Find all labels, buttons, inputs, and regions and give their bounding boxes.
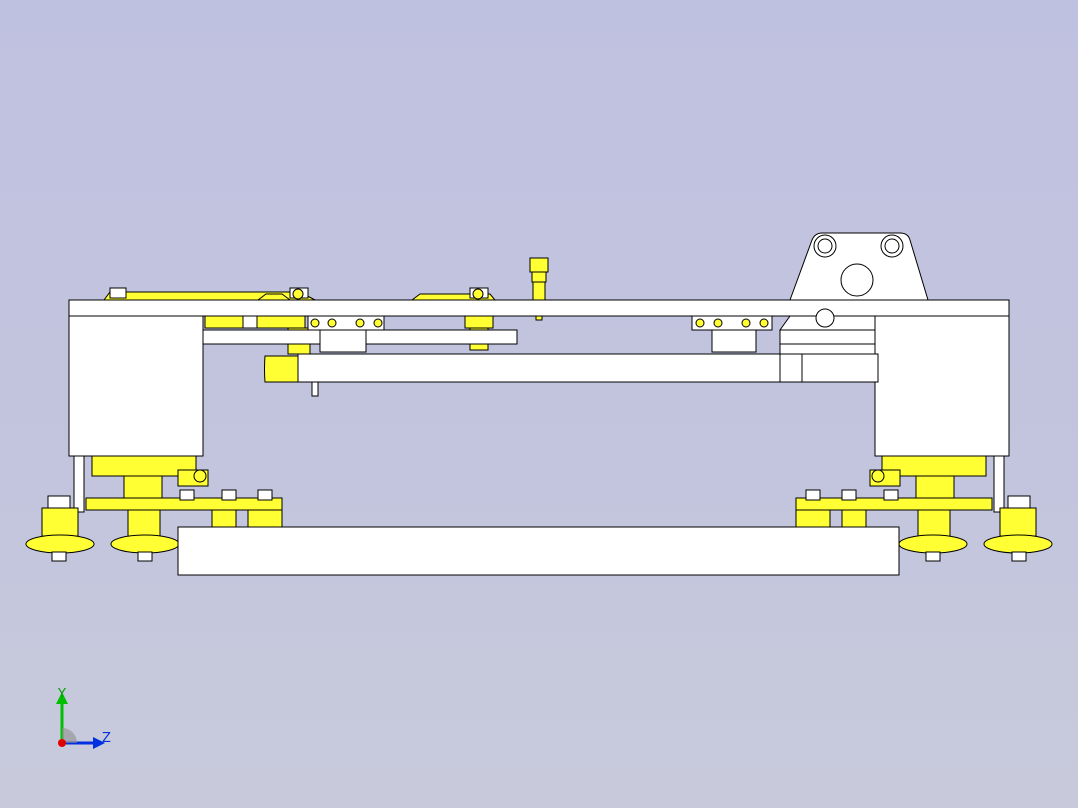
clamp-link-left [103,287,316,301]
right-column-block [874,315,1010,457]
motor-bracket [789,232,929,301]
axis-y-label: Y [58,687,66,702]
guide-carriage-left [307,315,385,353]
guide-carriage-right [691,315,773,353]
axis-triad-icon [56,692,105,749]
hinge-detail [779,308,876,355]
clamp-link-center [410,287,497,301]
axis-z-label: Z [102,731,111,746]
base-plate [177,526,900,576]
slide-beam [264,353,879,397]
left-column-block [68,315,204,457]
top-plate [68,299,1010,317]
